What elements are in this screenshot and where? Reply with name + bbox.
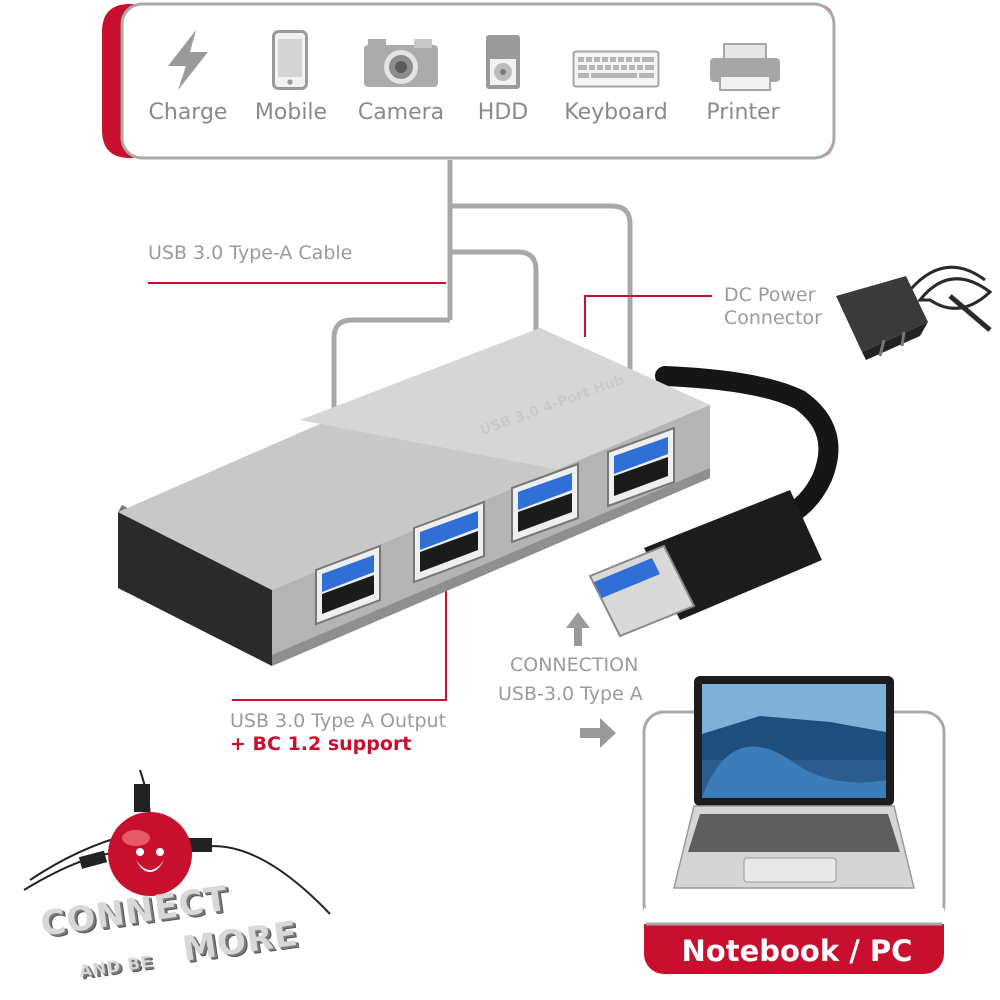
device-label-camera: Camera: [357, 100, 445, 125]
usb-port-2: [413, 500, 485, 584]
camera-icon: [364, 39, 438, 87]
port-connector-lines: [331, 160, 633, 575]
callout-lines: [148, 282, 712, 701]
hdd-icon: [486, 35, 520, 89]
lightning-icon: [168, 30, 208, 90]
laptop-icon: [673, 676, 915, 889]
connection-right-arrow: [580, 718, 616, 748]
usb-a-plug: [588, 490, 822, 638]
output-callout-line2: + BC 1.2 support: [230, 733, 412, 755]
dc-power-adapter-icon: [836, 265, 993, 360]
smartphone-icon: [272, 30, 308, 90]
usb-cable: [655, 366, 839, 532]
connection-callout-line1: CONNECTION: [510, 654, 639, 676]
printer-icon: [710, 43, 780, 91]
cable-callout: USB 3.0 Type-A Cable: [148, 242, 353, 264]
connect-ball-icon: [23, 769, 331, 915]
device-label-mobile: Mobile: [254, 100, 328, 125]
notebook-pc-label: Notebook / PC: [681, 934, 913, 968]
output-callout-line1: USB 3.0 Type A Output: [230, 710, 447, 732]
usb-port-4: [607, 426, 675, 508]
dc-power-callout-line1: DC Power: [724, 284, 816, 306]
device-label-keyboard: Keyboard: [564, 100, 668, 125]
device-label-printer: Printer: [706, 100, 780, 125]
connection-up-arrow: [566, 612, 590, 646]
device-label-hdd: HDD: [477, 100, 529, 125]
usb-port-1: [315, 544, 381, 626]
connection-callout-line2: USB-3.0 Type A: [498, 683, 643, 705]
device-label-charge: Charge: [148, 100, 228, 125]
dc-power-callout-line2: Connector: [724, 307, 822, 329]
keyboard-icon: [572, 50, 660, 88]
usb-hub: [118, 328, 710, 666]
usb-port-3: [511, 462, 579, 544]
